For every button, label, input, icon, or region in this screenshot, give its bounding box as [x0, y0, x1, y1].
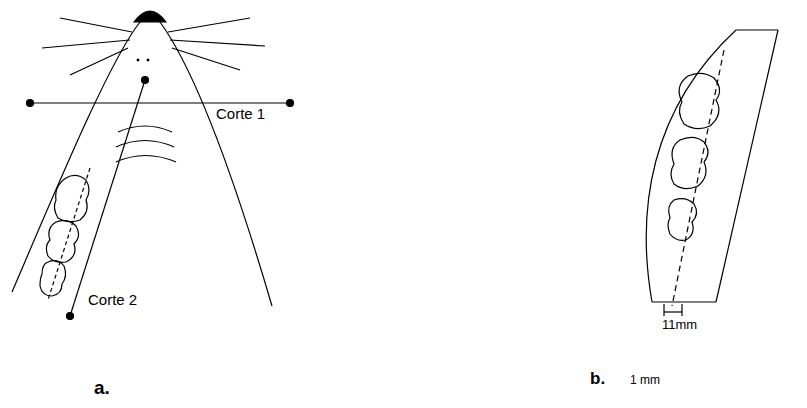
- tooth: [54, 175, 89, 221]
- apex-mark: [134, 11, 166, 22]
- tooth-axis: [48, 168, 90, 300]
- dot: [137, 59, 139, 61]
- section-label: Corte 2: [86, 292, 139, 309]
- whisker: [42, 40, 130, 48]
- tooth: [671, 137, 708, 188]
- section-end: [67, 313, 74, 320]
- whisker: [172, 48, 240, 70]
- dimension-tick: [663, 304, 664, 316]
- whisker: [70, 48, 128, 75]
- section-line: [30, 102, 290, 103]
- section-outline: [716, 30, 778, 302]
- tooth: [668, 199, 697, 241]
- scale-label: 1 mm: [628, 374, 662, 387]
- section-outline: [652, 301, 716, 302]
- section-end: [287, 100, 294, 107]
- dental-arch-figure: [12, 11, 294, 320]
- section-end: [27, 100, 34, 107]
- section-label: Corte 1: [214, 106, 267, 123]
- panel-letter: b.: [588, 370, 607, 389]
- ruga: [118, 126, 172, 132]
- tooth: [40, 261, 66, 296]
- whisker: [168, 18, 250, 32]
- section-outline: [646, 30, 736, 302]
- panel-letter: a.: [92, 378, 112, 399]
- whisker: [170, 40, 265, 46]
- section-outline: [736, 29, 778, 30]
- whisker: [60, 18, 132, 32]
- ruga: [116, 141, 174, 148]
- section-end: [142, 77, 149, 84]
- tooth-axis: [672, 50, 724, 306]
- ruga: [116, 156, 176, 163]
- cross-section-figure: [646, 30, 778, 316]
- section-line: [70, 80, 145, 316]
- dot: [147, 59, 149, 61]
- dimension-line: [664, 311, 682, 312]
- dimension-label: 11mm: [660, 318, 699, 332]
- dimension-tick: [681, 304, 682, 316]
- arch-outline: [12, 16, 272, 306]
